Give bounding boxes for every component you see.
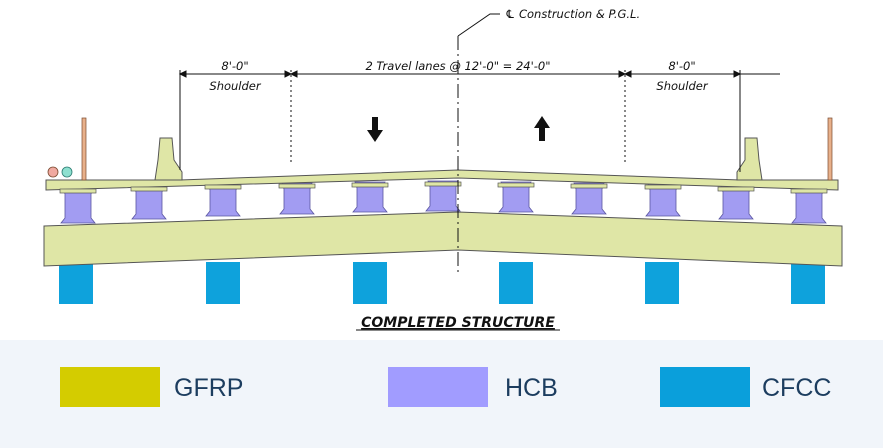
pile xyxy=(499,262,533,304)
right-barrier xyxy=(736,137,763,181)
bridge-section-drawing: ℄ Construction & P.G.L. 8'-0" Shoulder 2… xyxy=(43,7,843,331)
girder-flanges xyxy=(59,181,828,194)
drawing-title: COMPLETED STRUCTURE xyxy=(361,315,555,331)
arrow-up-icon xyxy=(534,116,550,141)
deck-slab xyxy=(45,169,839,191)
pile xyxy=(353,262,387,304)
pile xyxy=(206,262,240,304)
centerline-leader xyxy=(457,13,500,37)
piles-group xyxy=(59,262,825,304)
pile xyxy=(791,262,825,304)
legend: GFRP HCB CFCC xyxy=(0,340,883,448)
right-light-pole xyxy=(827,117,833,181)
legend-label-hcb: HCB xyxy=(505,374,558,402)
left-shoulder-dimension: 8'-0" xyxy=(221,59,248,73)
legend-label-gfrp: GFRP xyxy=(174,374,244,402)
conduit-icon xyxy=(47,166,59,178)
legend-swatch-gfrp xyxy=(60,367,160,407)
lanes-dimension: 2 Travel lanes @ 12'-0" = 24'-0" xyxy=(365,59,550,73)
arrow-down-icon xyxy=(367,117,383,142)
left-barrier xyxy=(154,137,183,181)
pile xyxy=(59,262,93,304)
legend-label-cfcc: CFCC xyxy=(762,374,832,402)
legend-swatch-cfcc xyxy=(660,367,750,407)
legend-swatch-hcb xyxy=(388,367,488,407)
left-light-pole xyxy=(81,117,87,181)
pile xyxy=(645,262,679,304)
dimension-lines xyxy=(178,70,780,172)
conduit-icon xyxy=(61,166,73,178)
right-shoulder-label: Shoulder xyxy=(656,79,708,93)
left-shoulder-label: Shoulder xyxy=(209,79,261,93)
centerline-label: ℄ Construction & P.G.L. xyxy=(505,7,640,21)
right-shoulder-dimension: 8'-0" xyxy=(668,59,695,73)
pile-cap xyxy=(43,211,843,267)
bridge-cross-section-svg: ℄ Construction & P.G.L. 8'-0" Shoulder 2… xyxy=(43,7,843,331)
